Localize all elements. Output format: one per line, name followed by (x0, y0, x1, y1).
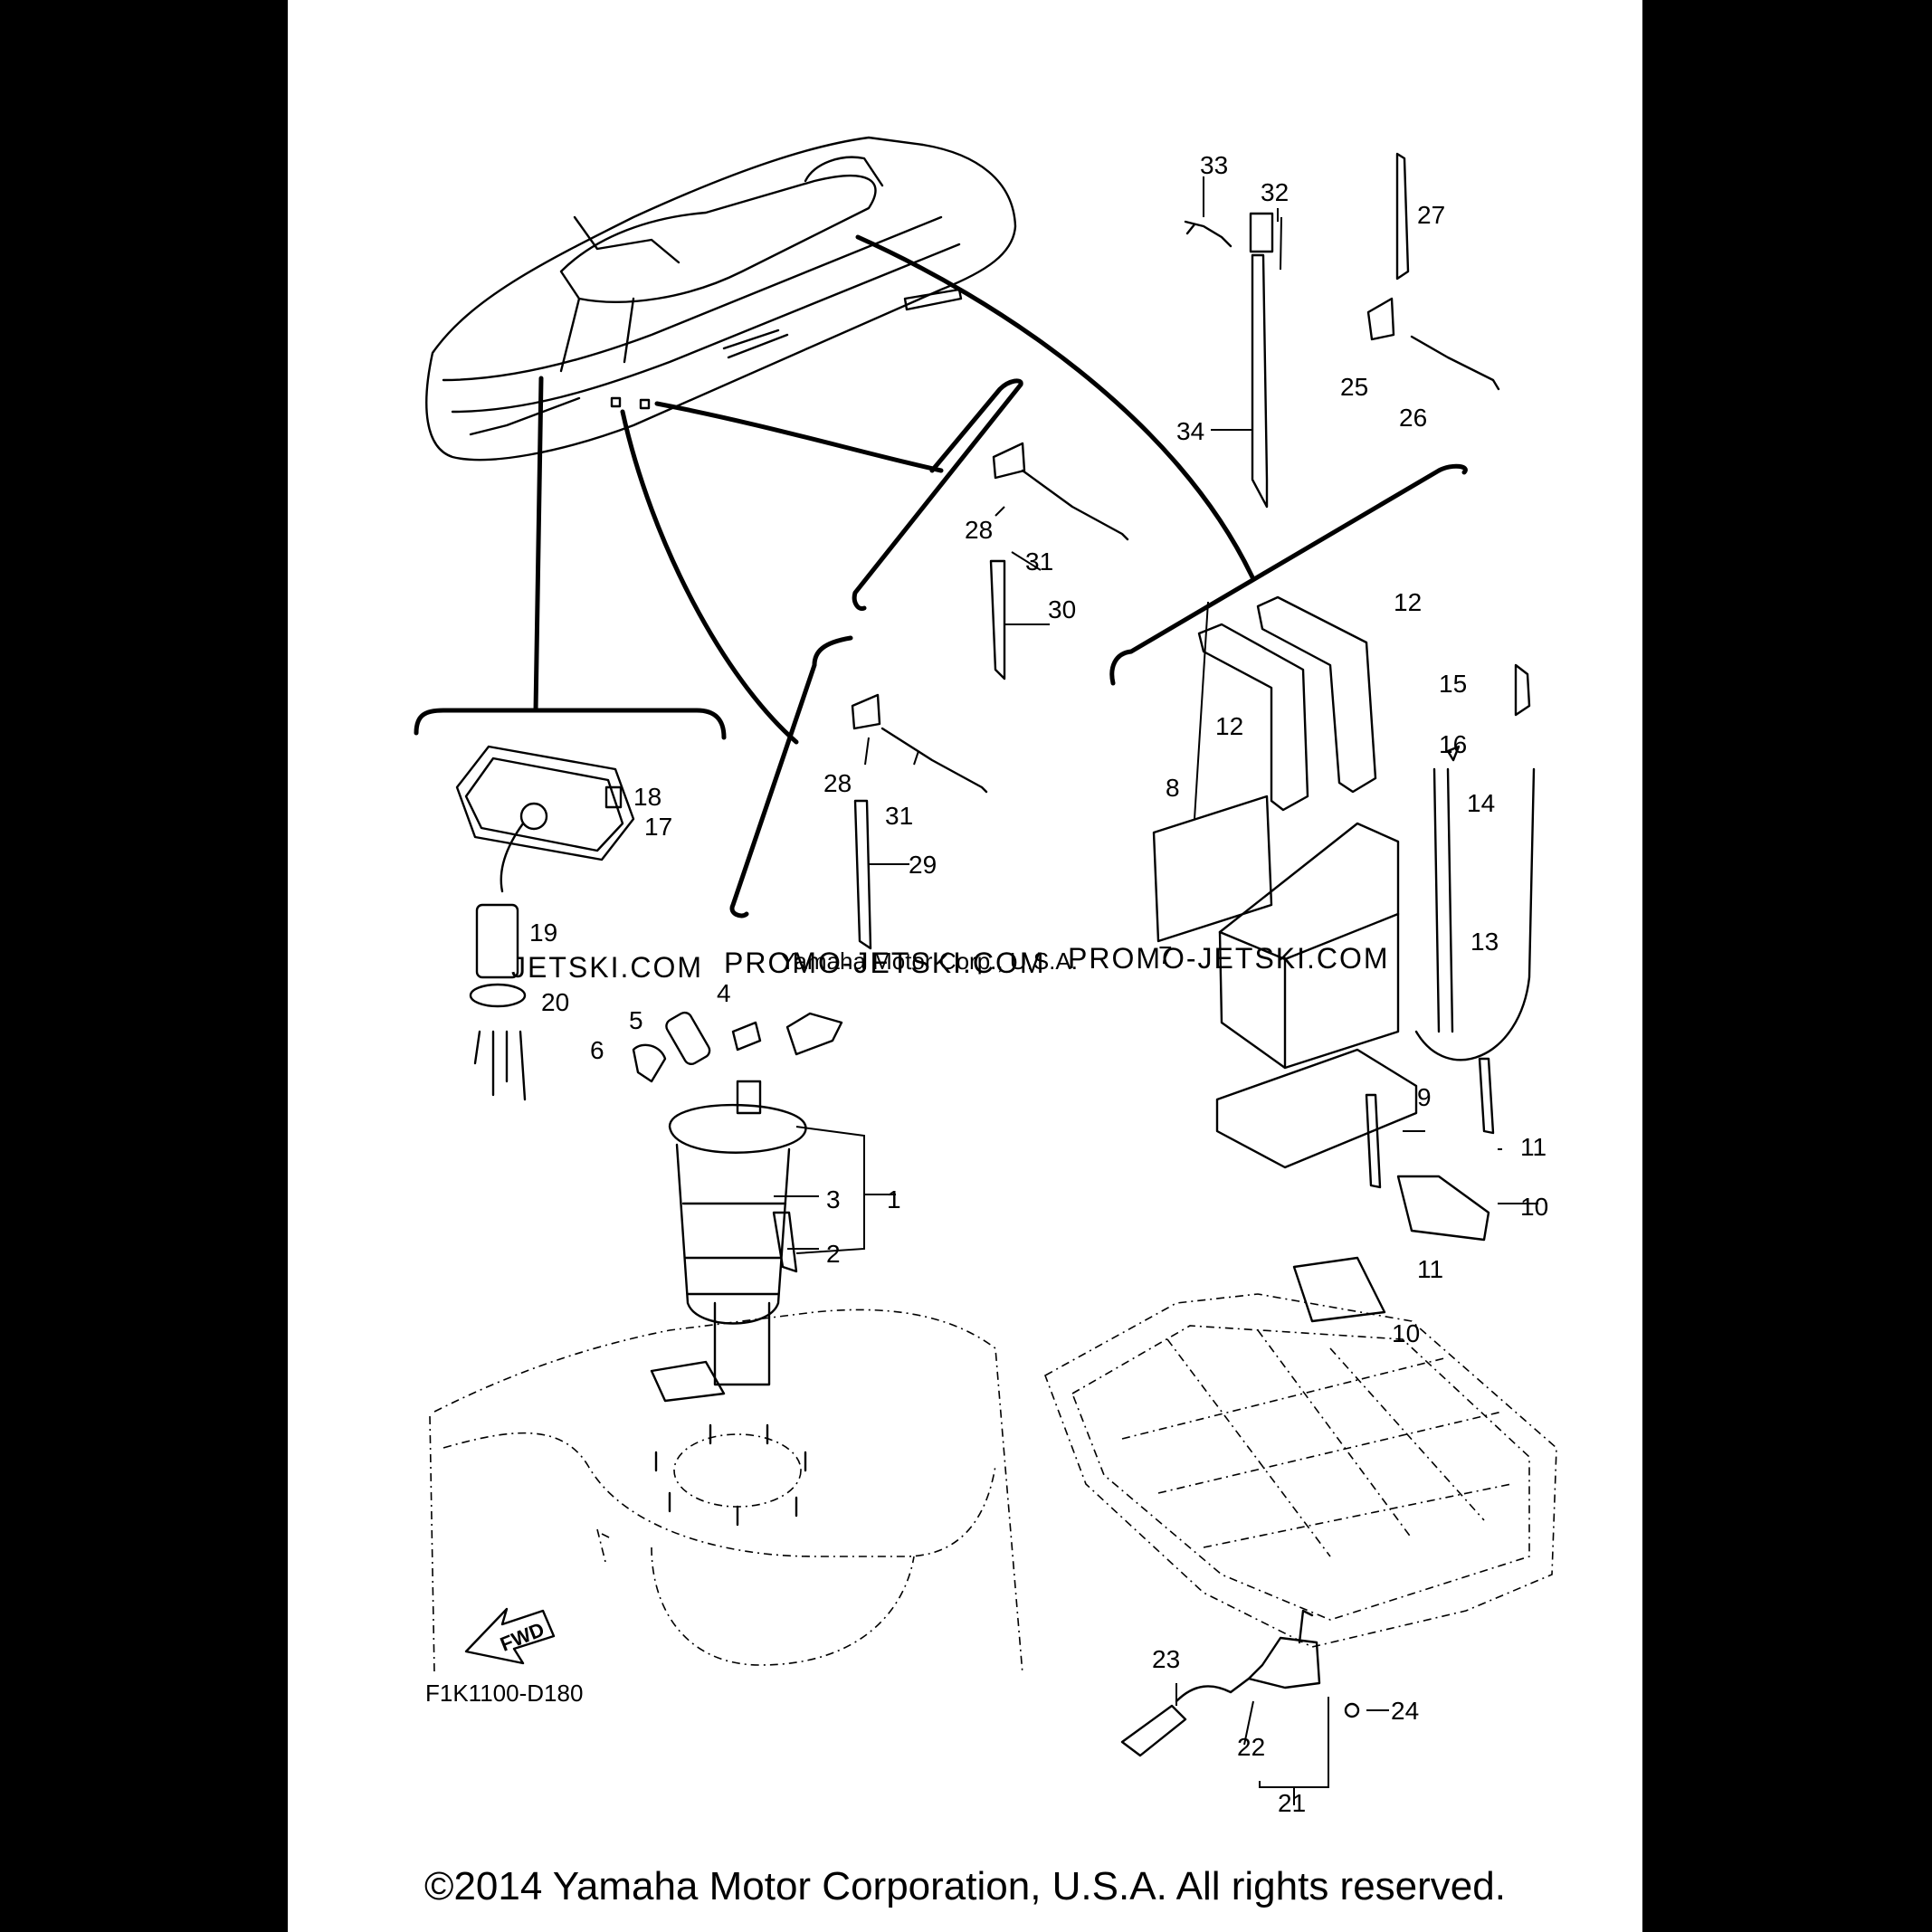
callout-18: 18 (633, 783, 661, 811)
callout-31a: 31 (1025, 547, 1053, 576)
sensor-group (1120, 1609, 1389, 1805)
clips-center-group (851, 442, 1129, 950)
forward-arrow: FWD (464, 1607, 556, 1665)
callout-8: 8 (1166, 774, 1180, 802)
watermarks: JETSKI.COM PROMO-JETSKI.COM PROMO-JETSKI… (511, 942, 1390, 984)
watermark-right: PROMO-JETSKI.COM (1068, 942, 1390, 975)
callout-1: 1 (887, 1185, 901, 1213)
battery-group (1152, 595, 1538, 1323)
callout-19: 19 (529, 918, 557, 947)
cover-and-filter-group (455, 745, 635, 1101)
callout-22: 22 (1237, 1733, 1265, 1761)
callout-2: 2 (826, 1240, 841, 1268)
callout-32: 32 (1261, 178, 1289, 206)
callout-12a: 12 (1215, 712, 1243, 740)
callout-34: 34 (1176, 417, 1204, 445)
callout-30: 30 (1048, 595, 1076, 623)
callout-28b: 28 (823, 769, 852, 797)
watermark-faint: Yamaha Motor Corp., U.S.A. (780, 947, 1078, 975)
watermark-middle: PROMO-JETSKI.COM (724, 947, 1046, 979)
callout-9: 9 (1417, 1083, 1432, 1111)
fuel-pump-group (632, 1011, 896, 1403)
callout-24: 24 (1391, 1697, 1419, 1725)
callout-20: 20 (541, 988, 569, 1016)
callout-17: 17 (644, 813, 672, 841)
diagram-sheet (288, 0, 1642, 1932)
watercraft-illustration (425, 136, 1017, 462)
diagram-code: F1K1100-D180 (425, 1680, 583, 1707)
callout-numbers: 1 2 3 4 5 6 7 8 9 10 10 11 11 12 12 13 1… (529, 151, 1548, 1817)
copyright-notice: ©2014 Yamaha Motor Corporation, U.S.A. A… (424, 1864, 1506, 1908)
callout-26: 26 (1399, 404, 1427, 432)
callout-12b: 12 (1394, 588, 1422, 616)
callout-13: 13 (1470, 928, 1499, 956)
callout-4: 4 (717, 979, 731, 1007)
callout-10b: 10 (1520, 1193, 1548, 1221)
callout-6: 6 (590, 1036, 604, 1064)
callout-33: 33 (1200, 151, 1228, 179)
callout-25: 25 (1340, 373, 1368, 401)
callout-27: 27 (1417, 201, 1445, 229)
callout-connector-lines (414, 234, 1468, 918)
callout-31b: 31 (885, 802, 913, 830)
watermark-left: JETSKI.COM (511, 951, 703, 984)
callout-15: 15 (1439, 670, 1467, 698)
callout-11b: 11 (1520, 1133, 1547, 1161)
callout-29: 29 (909, 851, 937, 879)
callout-21: 21 (1278, 1789, 1306, 1817)
engine-mount-frame (1044, 1293, 1557, 1648)
callout-7: 7 (1158, 941, 1173, 969)
callout-3: 3 (826, 1185, 841, 1213)
hull-top-deck (429, 1309, 1023, 1675)
callout-14: 14 (1467, 789, 1495, 817)
callout-23: 23 (1152, 1645, 1180, 1673)
callout-5: 5 (629, 1006, 643, 1034)
callout-28a: 28 (965, 516, 993, 544)
callout-10a: 10 (1392, 1319, 1420, 1347)
callout-11a: 11 (1417, 1255, 1443, 1283)
clips-upper-group (1184, 152, 1500, 509)
callout-16: 16 (1439, 730, 1467, 758)
